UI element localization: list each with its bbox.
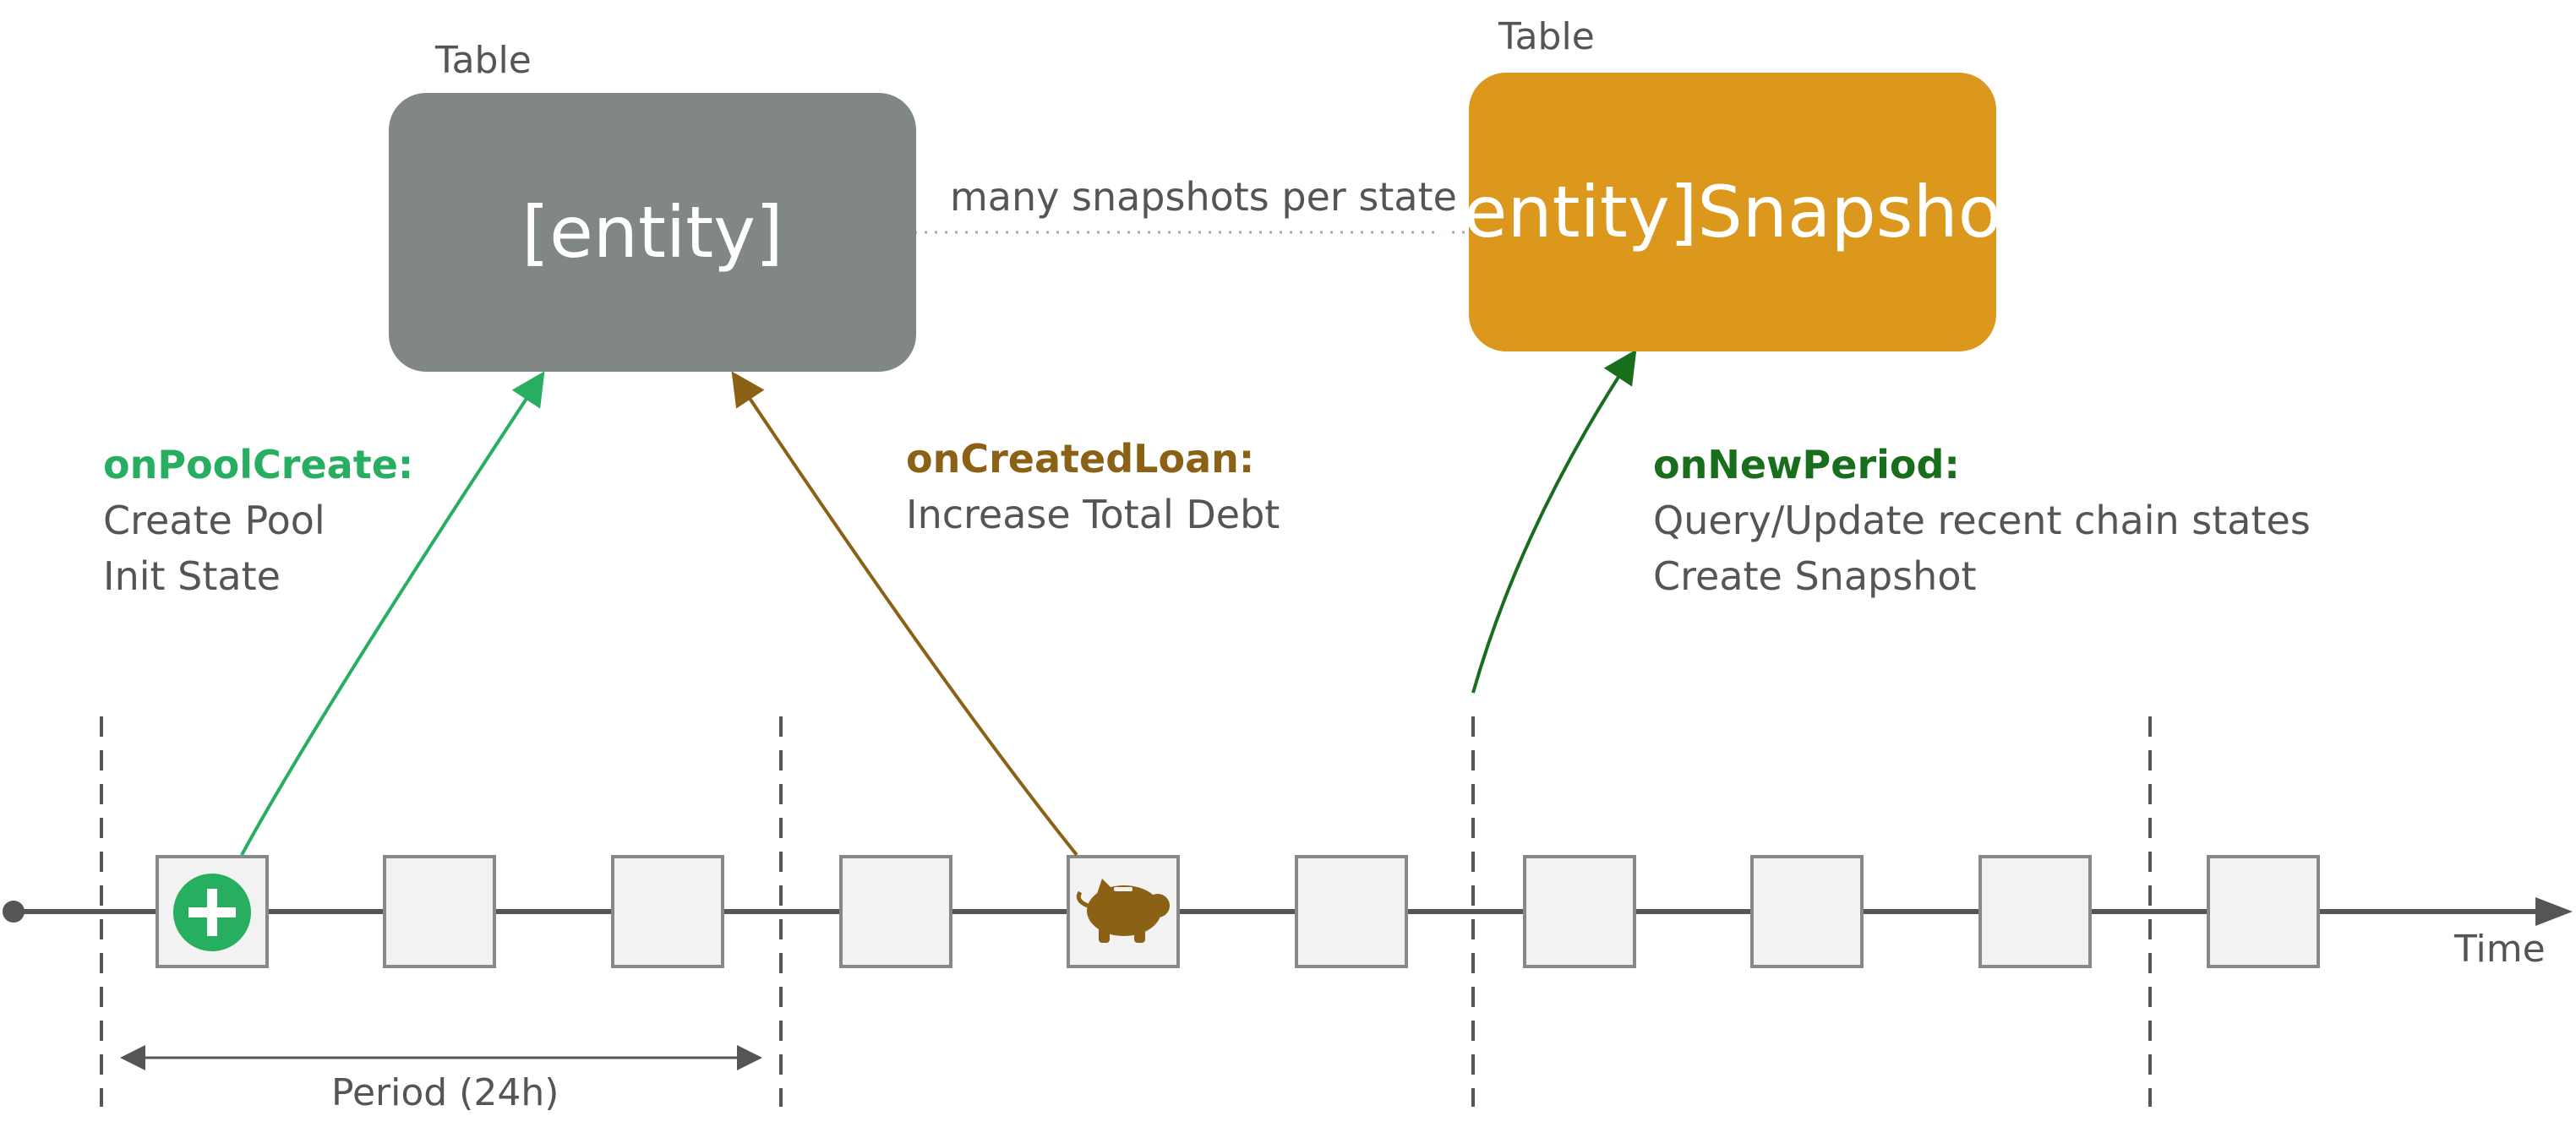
time-axis-arrowhead xyxy=(2535,897,2573,926)
block xyxy=(1295,855,1408,968)
plus-circle-icon xyxy=(173,874,251,951)
snapshot-table-name: [entity]Snapshot xyxy=(1435,171,2030,253)
entity-table-tag: Table xyxy=(435,39,532,82)
block xyxy=(383,855,496,968)
timeline-blocks xyxy=(156,855,2320,968)
snapshot-table-box: [entity]Snapshot xyxy=(1436,73,2029,351)
relation-label: many snapshots per state xyxy=(950,174,1457,220)
event-pool-create-line: Init State xyxy=(103,553,281,599)
time-axis-origin xyxy=(3,901,25,923)
event-new-period-line: Query/Update recent chain states xyxy=(1653,498,2311,543)
snapshot-table-tag: Table xyxy=(1498,15,1595,58)
block xyxy=(611,855,724,968)
block xyxy=(839,855,952,968)
event-new-period-line: Create Snapshot xyxy=(1653,553,1977,599)
event-pool-create-title: onPoolCreate: xyxy=(103,442,414,487)
block xyxy=(1750,855,1864,968)
period-label: Period (24h) xyxy=(331,1071,559,1114)
entity-table-name: [entity] xyxy=(521,191,783,274)
block xyxy=(1978,855,2092,968)
event-pool-create-line: Create Pool xyxy=(103,498,325,543)
arrow-pool-create xyxy=(240,371,545,856)
arrow-created-loan xyxy=(731,371,1078,857)
event-created-loan-title: onCreatedLoan: xyxy=(906,436,1255,482)
block xyxy=(2207,855,2320,968)
event-created-loan-line: Increase Total Debt xyxy=(906,492,1280,537)
time-axis-label: Time xyxy=(2454,928,2546,971)
entity-table-box: [entity] xyxy=(389,93,916,372)
arrow-new-period xyxy=(1471,349,1637,694)
block xyxy=(1523,855,1636,968)
event-new-period-title: onNewPeriod: xyxy=(1653,442,1960,487)
piggy-bank-icon xyxy=(1076,879,1170,943)
